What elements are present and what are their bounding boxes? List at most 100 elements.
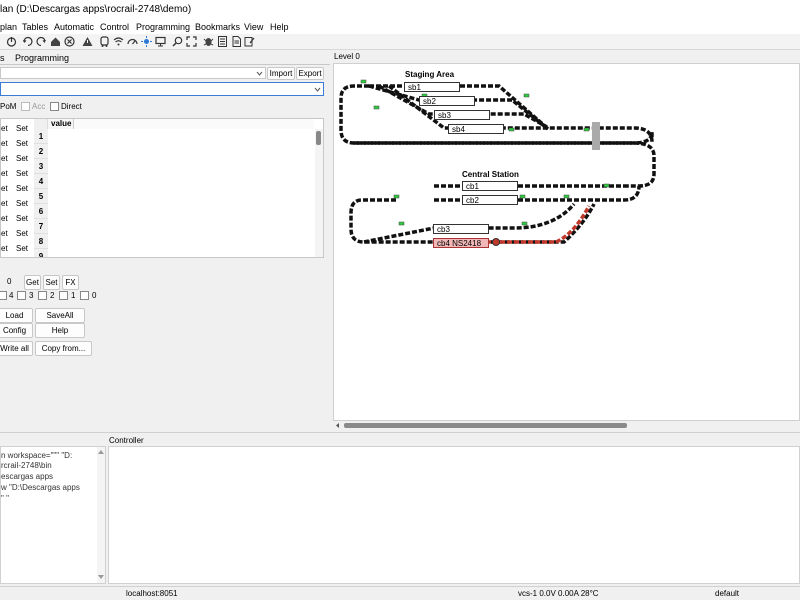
set-button[interactable]: Set (15, 139, 28, 148)
gauge-icon[interactable] (127, 36, 138, 47)
list-icon[interactable] (217, 36, 228, 47)
get-button[interactable]: et (1, 184, 8, 193)
scroll-left-icon[interactable] (334, 422, 341, 429)
menu-plan[interactable]: plan (0, 22, 18, 32)
block-sb1[interactable]: sb1 (404, 82, 460, 92)
header-filler (74, 119, 314, 129)
wifi-icon[interactable] (113, 36, 124, 47)
chevron-down-icon (314, 87, 321, 92)
scroll-down-icon[interactable] (98, 575, 104, 580)
light-icon[interactable] (141, 36, 152, 47)
warning-icon[interactable] (82, 36, 93, 47)
set-button[interactable]: Set (15, 124, 28, 133)
get-button[interactable]: et (1, 169, 8, 178)
menu-programming[interactable]: Programming (136, 22, 191, 32)
bit-checkbox[interactable] (59, 291, 68, 300)
document-icon[interactable] (231, 36, 242, 47)
status-host: localhost:8051 (126, 589, 178, 598)
row-number: 6 (34, 204, 48, 219)
fx-button[interactable]: FX (62, 275, 79, 290)
menu-control[interactable]: Control (100, 22, 130, 32)
tab-previous[interactable]: s (0, 53, 5, 63)
window-title: lan (D:\Descargas apps\rocrail-2748\demo… (0, 4, 192, 15)
row-number: 8 (34, 234, 48, 249)
get-button[interactable]: et (1, 244, 8, 253)
house-icon[interactable] (50, 36, 61, 47)
block-sb2[interactable]: sb2 (419, 96, 475, 106)
block-cb3[interactable]: cb3 (433, 224, 489, 234)
plan-scroll-thumb[interactable] (344, 423, 627, 428)
block-cb2[interactable]: cb2 (462, 195, 518, 205)
decoder-dropdown[interactable] (0, 67, 266, 79)
controller-label: Controller (109, 436, 144, 445)
cycle-icon[interactable] (22, 36, 33, 47)
import-button[interactable]: Import (267, 67, 295, 80)
cv-get-button[interactable]: Get (24, 275, 41, 290)
menu-view[interactable]: View (244, 22, 264, 32)
fullscreen-icon[interactable] (186, 36, 197, 47)
stop-circle-icon[interactable] (64, 36, 75, 47)
block-cb4[interactable]: cb4 NS2418 (433, 238, 489, 248)
load-button[interactable]: Load (0, 308, 33, 323)
set-button[interactable]: Set (15, 214, 28, 223)
saveall-button[interactable]: SaveAll (35, 308, 85, 323)
console-line: " " (1, 494, 9, 503)
copy-from-button[interactable]: Copy from... (35, 341, 92, 356)
console-scrollbar[interactable] (97, 447, 105, 583)
cycle2-icon[interactable] (36, 36, 47, 47)
get-button[interactable]: et (1, 199, 8, 208)
cv-set-button[interactable]: Set (43, 275, 60, 290)
write-all-button[interactable]: Write all (0, 341, 33, 356)
set-button[interactable]: Set (15, 154, 28, 163)
set-button[interactable]: Set (15, 184, 28, 193)
grid-row: et Set (1, 197, 33, 212)
bit-checkbox[interactable] (0, 291, 7, 300)
zoom-icon[interactable] (172, 36, 183, 47)
staging-area-title: Staging Area (405, 70, 455, 79)
pom-label: PoM (0, 102, 17, 111)
bit-label: 4 (9, 291, 14, 300)
block-sb4[interactable]: sb4 (448, 124, 504, 134)
power-icon[interactable] (6, 36, 17, 47)
grid-row: et Set (1, 122, 33, 137)
programming-panel: s Programming Import Export PoM Acc Dire… (0, 50, 330, 430)
grid-scroll-thumb[interactable] (316, 131, 321, 145)
set-button[interactable]: Set (15, 169, 28, 178)
bit-label: 3 (29, 291, 34, 300)
menu-bookmarks[interactable]: Bookmarks (195, 22, 241, 32)
menu-automatic[interactable]: Automatic (54, 22, 95, 32)
grid-scrollbar[interactable] (315, 129, 323, 257)
help-button[interactable]: Help (35, 323, 85, 338)
bit-checkbox[interactable] (80, 291, 89, 300)
set-button[interactable]: Set (15, 199, 28, 208)
menu-tables[interactable]: Tables (22, 22, 49, 32)
address-combo[interactable] (0, 82, 324, 96)
scroll-up-icon[interactable] (98, 449, 104, 454)
train-icon[interactable] (99, 36, 110, 47)
export-button[interactable]: Export (296, 67, 324, 80)
set-button[interactable]: Set (15, 244, 28, 253)
title-bar: lan (D:\Descargas apps\rocrail-2748\demo… (0, 0, 800, 20)
edit-icon[interactable] (244, 36, 255, 47)
get-button[interactable]: et (1, 229, 8, 238)
bit-checkbox[interactable] (38, 291, 47, 300)
block-sb3[interactable]: sb3 (434, 110, 490, 120)
menu-help[interactable]: Help (270, 22, 289, 32)
bit-checkbox[interactable] (17, 291, 26, 300)
direct-checkbox[interactable] (50, 102, 59, 111)
get-button[interactable]: et (1, 214, 8, 223)
config-button[interactable]: Config (0, 323, 33, 338)
acc-checkbox[interactable] (21, 102, 30, 111)
get-button[interactable]: et (1, 154, 8, 163)
plan-scrollbar[interactable] (333, 421, 800, 430)
set-button[interactable]: Set (15, 229, 28, 238)
level-tab[interactable]: Level 0 (334, 52, 360, 61)
get-button[interactable]: et (1, 124, 8, 133)
monitor-icon[interactable] (155, 36, 166, 47)
tab-programming[interactable]: Programming (15, 53, 70, 63)
block-cb1[interactable]: cb1 (462, 181, 518, 191)
row-number: 7 (34, 219, 48, 234)
bug-icon[interactable] (203, 36, 214, 47)
get-button[interactable]: et (1, 139, 8, 148)
status-bar: localhost:8051 vcs-1 0.0V 0.00A 28°C def… (0, 586, 800, 600)
